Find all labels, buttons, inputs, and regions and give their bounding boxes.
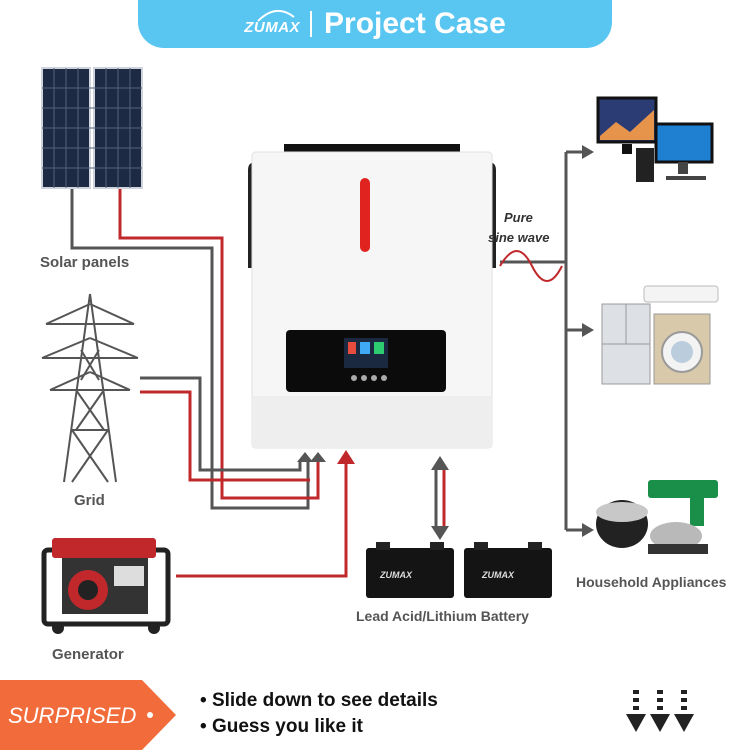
footer-bullet-1: • Slide down to see details (200, 690, 438, 712)
solar-label: Solar panels (40, 254, 130, 271)
wave-label-line2: sine wave (488, 230, 550, 245)
wave-label-line1: Pure (504, 210, 533, 225)
grid-label: Grid (74, 492, 105, 509)
battery-icon (366, 542, 454, 598)
battery-arrow-up-icon (431, 456, 449, 470)
brand-text: ZUMAX (244, 18, 301, 36)
solar-arrow-red-icon (310, 452, 326, 462)
footer-badge-text: SURPRISED (8, 703, 137, 728)
generator-arrow-icon (337, 450, 355, 464)
generator-label: Generator (52, 646, 124, 663)
footer-bullet-2: • Guess you like it (200, 716, 363, 738)
battery-arrow-down-icon (431, 526, 449, 540)
generator-icon (41, 538, 171, 634)
header-banner: ZUMAX Project Case (138, 0, 612, 48)
footer-bullet-2-text: Guess you like it (211, 716, 363, 737)
grid-wire-red (140, 390, 310, 482)
output-arrow-bottom-icon (582, 523, 594, 537)
inverter-icon (248, 144, 496, 449)
header-divider (310, 11, 313, 37)
arrow-down-icon[interactable] (624, 688, 704, 738)
bullet-dot-icon: • (200, 716, 207, 737)
sine-wave-icon (499, 250, 563, 282)
brand-logo: ZUMAX (244, 9, 301, 36)
footer-badge (0, 680, 176, 750)
footer-bullet-1-text: Slide down to see details (211, 690, 438, 711)
page-title: Project Case (324, 7, 506, 40)
solar-panel-icon (41, 67, 143, 189)
output-arrow-mid-icon (582, 323, 594, 337)
fridge-icon (601, 285, 719, 385)
battery-label: Lead Acid/Lithium Battery (356, 608, 529, 624)
solar-wire-red (118, 188, 320, 500)
grid-wire-dark (140, 376, 302, 472)
brand-swoosh-icon (257, 9, 295, 22)
battery-brand-1: ZUMAX (380, 570, 412, 580)
battery-icon-2 (464, 542, 552, 598)
power-tower-icon (41, 293, 139, 483)
appliances-label: Household Appliances (576, 574, 727, 590)
generator-wire-red (176, 462, 348, 578)
battery-brand-2: ZUMAX (482, 570, 514, 580)
output-arrow-top-icon (582, 145, 594, 159)
bullet-dot-icon: • (200, 690, 207, 711)
solar-arrow-icon (297, 452, 313, 462)
rice-cooker-icon (596, 480, 718, 554)
monitor-icon (596, 96, 714, 182)
solar-wire-dark (70, 188, 310, 510)
